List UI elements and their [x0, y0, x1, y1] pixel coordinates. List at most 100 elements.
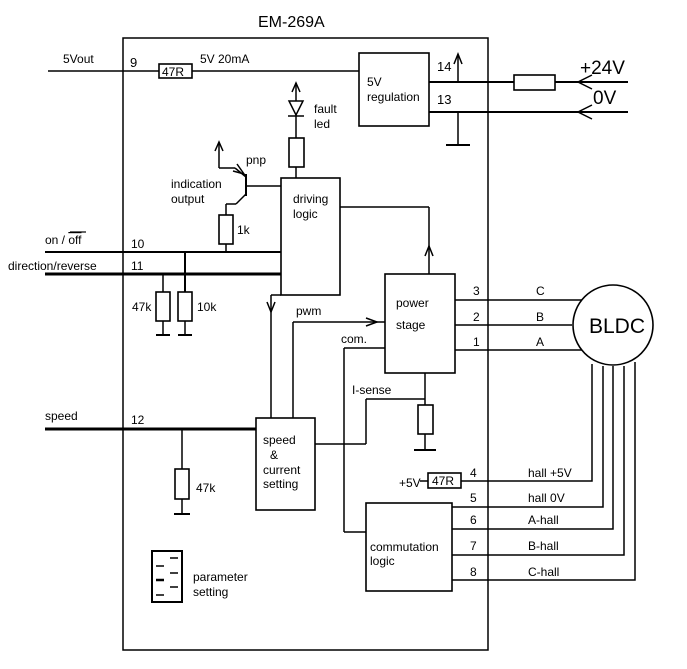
- hall-a-wire: [452, 366, 614, 530]
- drive-to-power-wire: [340, 206, 434, 274]
- parameter-label-1: parameter: [193, 570, 248, 584]
- speed-block-label-4: setting: [263, 477, 298, 491]
- pin-8: 8: [470, 565, 477, 579]
- arrow-up-icon: [291, 81, 301, 93]
- led-icon: [287, 100, 305, 117]
- parameter-setting: parameter setting: [151, 550, 248, 603]
- motor-label: BLDC: [589, 315, 645, 338]
- driving-label-2: logic: [293, 207, 318, 221]
- supply-0v-label: 0V: [593, 88, 617, 109]
- arrow-up-icon: [214, 140, 224, 152]
- on-off-label: on / off: [45, 233, 82, 247]
- commutation-label-1: commutation: [370, 540, 439, 554]
- pin-2: 2: [473, 310, 480, 324]
- hall-5v-label: hall +5V: [528, 466, 572, 480]
- pnp-label: pnp: [246, 153, 266, 167]
- isense-label: I-sense: [352, 383, 392, 397]
- driving-label-1: driving: [293, 192, 328, 206]
- resistor-47k-speed: [174, 468, 190, 500]
- driving-logic-block: driving logic: [280, 177, 341, 296]
- resistor-47k-speed-label: 47k: [196, 481, 216, 495]
- hall-c-label: C-hall: [528, 565, 559, 579]
- hall-b-wire: [452, 366, 625, 556]
- pin-7: 7: [470, 539, 477, 553]
- pin-9: 9: [130, 55, 137, 70]
- indication-label-2: output: [171, 192, 205, 206]
- module-enclosure: [122, 37, 489, 651]
- commutation-logic-block: commutation logic: [365, 502, 453, 592]
- parameter-label-2: setting: [193, 585, 228, 599]
- vout-rating: 5V 20mA: [200, 52, 249, 66]
- arrow-up-icon: [424, 243, 434, 257]
- speed-block-label-2: &: [270, 448, 278, 462]
- fault-led-label-2: led: [314, 117, 330, 131]
- indication-output-circuit: 1k pnp indication output: [171, 140, 281, 252]
- resistor-47r-vout-label: 47R: [162, 65, 184, 79]
- arrow-down-icon: [266, 301, 276, 315]
- pin-4: 4: [470, 466, 477, 480]
- com-label: com.: [341, 332, 367, 346]
- resistor-47r-hall: [427, 472, 462, 489]
- diagram-title: EM-269A: [258, 14, 325, 31]
- arrow-right-icon: [365, 317, 380, 327]
- regulation-block: 5V regulation: [358, 52, 430, 127]
- hall-supply-circuit: +5V 47R: [399, 472, 462, 490]
- power-stage-block: power stage: [384, 273, 456, 374]
- hall-0v-label: hall 0V: [528, 491, 565, 505]
- arrow-up-icon: [453, 51, 463, 65]
- power-label-1: power: [396, 296, 429, 310]
- com-wire: com.: [341, 332, 385, 533]
- resistor-1k-label: 1k: [237, 223, 251, 237]
- pin-5: 5: [470, 491, 477, 505]
- pin-13: 13: [437, 92, 451, 107]
- supply-circuit: 14 13 +24V 0V: [429, 51, 628, 146]
- direction-circuit: direction/reverse 11 47k 10k: [8, 252, 281, 336]
- motor-icon: [572, 284, 654, 366]
- vout-label: 5Vout: [63, 52, 94, 66]
- hall-c-wire: [452, 362, 636, 581]
- commutation-label-2: logic: [370, 554, 395, 568]
- fuse-icon: [513, 74, 556, 91]
- fault-led-circuit: fault led: [287, 81, 337, 178]
- hall-0v-wire: [452, 366, 604, 508]
- bldc-motor: BLDC: [572, 284, 654, 366]
- arrow-in-24v-icon: [576, 74, 593, 90]
- pwm-wire: pwm: [292, 304, 385, 418]
- resistor-10k-label: 10k: [197, 300, 217, 314]
- resistor-47r-hall-label: 47R: [432, 474, 454, 488]
- speed-block-label-1: speed: [263, 433, 296, 447]
- regulation-label-1: 5V: [367, 75, 382, 89]
- fault-led-resistor: [288, 137, 305, 168]
- fault-led-label-1: fault: [314, 102, 337, 116]
- pwm-label: pwm: [296, 304, 321, 318]
- hall-a-label: A-hall: [528, 513, 559, 527]
- resistor-10k: [177, 291, 193, 322]
- pin-14: 14: [437, 59, 451, 74]
- phase-a-label: A: [536, 335, 544, 349]
- speed-circuit: speed 12 47k: [45, 409, 256, 515]
- indication-label-1: indication: [171, 177, 222, 191]
- hall-5v-wire: [455, 364, 593, 482]
- dip-switch-icon: [151, 550, 183, 603]
- drive-to-speed-wire: [266, 294, 281, 418]
- direction-label: direction/reverse: [8, 259, 97, 273]
- vout-circuit: 5Vout 9 47R 5V 20mA: [48, 52, 360, 79]
- speed-block-label-3: current: [263, 463, 301, 477]
- phase-b-label: B: [536, 310, 544, 324]
- shunt-resistor: [417, 404, 434, 435]
- pin-12: 12: [131, 413, 145, 427]
- pin-1: 1: [473, 335, 480, 349]
- speed-label: speed: [45, 409, 78, 423]
- pin-3: 3: [473, 284, 480, 298]
- pin-11: 11: [131, 259, 144, 273]
- regulation-label-2: regulation: [367, 90, 420, 104]
- hall-b-label: B-hall: [528, 539, 559, 553]
- resistor-47k-direction: [155, 291, 171, 322]
- on-off-circuit: on / off 10: [45, 231, 281, 253]
- pin-6: 6: [470, 513, 477, 527]
- isense-circuit: I-sense: [315, 373, 436, 451]
- resistor-47r-vout: [158, 63, 193, 79]
- resistor-1k: [218, 214, 234, 245]
- pin-10: 10: [131, 237, 145, 251]
- speed-current-block: speed & current setting: [255, 417, 316, 511]
